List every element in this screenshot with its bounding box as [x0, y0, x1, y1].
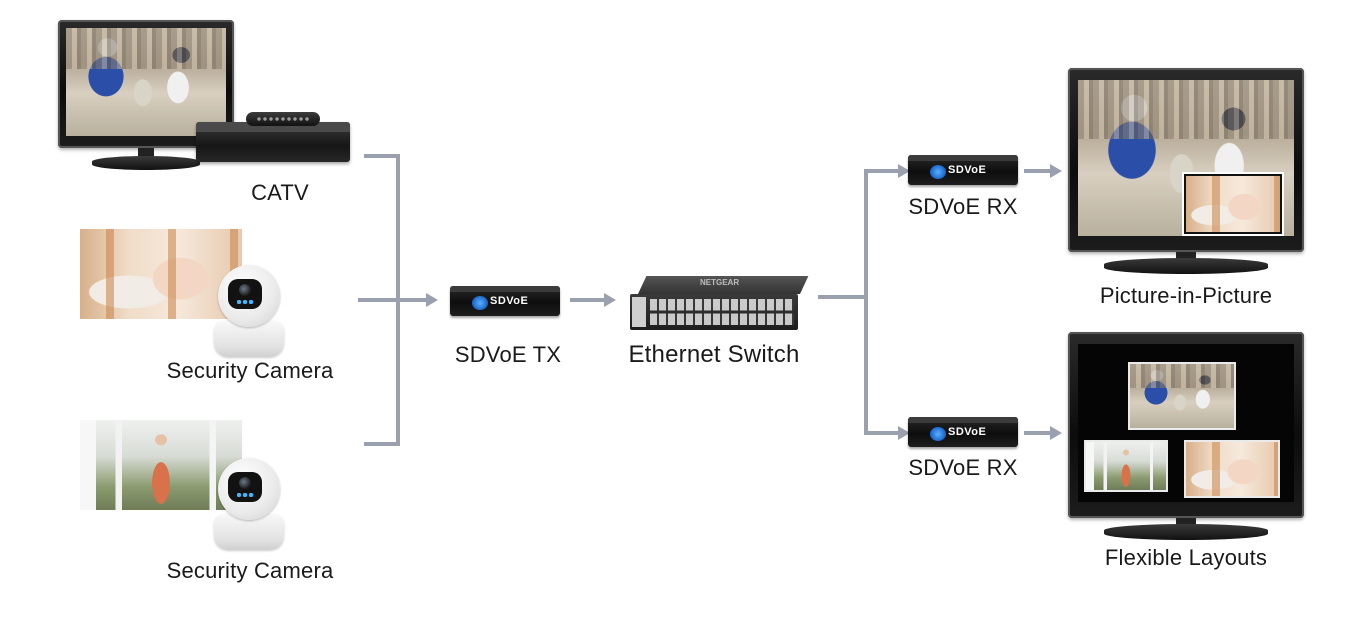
layout-tile-porch	[1084, 440, 1168, 492]
arrow-to-rx1	[898, 164, 910, 178]
sdvoe-logo-icon	[930, 427, 946, 441]
arrow-to-tx	[426, 293, 438, 307]
sdvoe-rx-2-box: SDVoE	[908, 417, 1018, 447]
sdvoe-rx-1-label: SDVoE RX	[908, 194, 1018, 219]
arrow-to-layouts-display	[1050, 426, 1062, 440]
layouts-display	[1068, 332, 1304, 540]
security-camera-2	[214, 458, 284, 550]
sdvoe-rx-1-brand: SDVoE	[948, 164, 987, 176]
rx-bracket	[864, 169, 900, 435]
sdvoe-tx-box: SDVoE	[450, 286, 560, 316]
pip-label: Picture-in-Picture	[1099, 283, 1273, 308]
porch-camera-photo	[80, 420, 242, 510]
layout-tile-baby	[1184, 440, 1280, 498]
sdvoe-tx-label: SDVoE TX	[454, 342, 562, 367]
pip-display	[1068, 68, 1304, 274]
security-camera-1-label: Security Camera	[166, 358, 334, 383]
ethernet-switch: NETGEAR	[630, 276, 809, 330]
catv-tv	[58, 20, 234, 174]
catv-label: CATV	[251, 180, 309, 205]
arrow-to-rx2	[898, 426, 910, 440]
set-top-box	[196, 122, 350, 162]
sdvoe-rx-1-box: SDVoE	[908, 155, 1018, 185]
sdvoe-tx-brand: SDVoE	[490, 295, 529, 307]
sdvoe-rx-2-brand: SDVoE	[948, 426, 987, 438]
pip-inset	[1184, 174, 1282, 234]
layouts-label: Flexible Layouts	[1104, 545, 1268, 570]
baby-camera-photo	[80, 229, 242, 319]
security-camera-2-label: Security Camera	[166, 558, 334, 583]
sdvoe-logo-icon	[930, 165, 946, 179]
switch-brand: NETGEAR	[700, 278, 740, 287]
security-camera-1	[214, 265, 284, 357]
layout-tile-football	[1128, 362, 1236, 430]
sdvoe-logo-icon	[472, 296, 488, 310]
arrow-to-switch	[604, 293, 616, 307]
arrow-to-pip-display	[1050, 164, 1062, 178]
remote-control	[246, 112, 320, 126]
ethernet-switch-label: Ethernet Switch	[628, 341, 800, 368]
sdvoe-rx-2-label: SDVoE RX	[908, 455, 1018, 480]
